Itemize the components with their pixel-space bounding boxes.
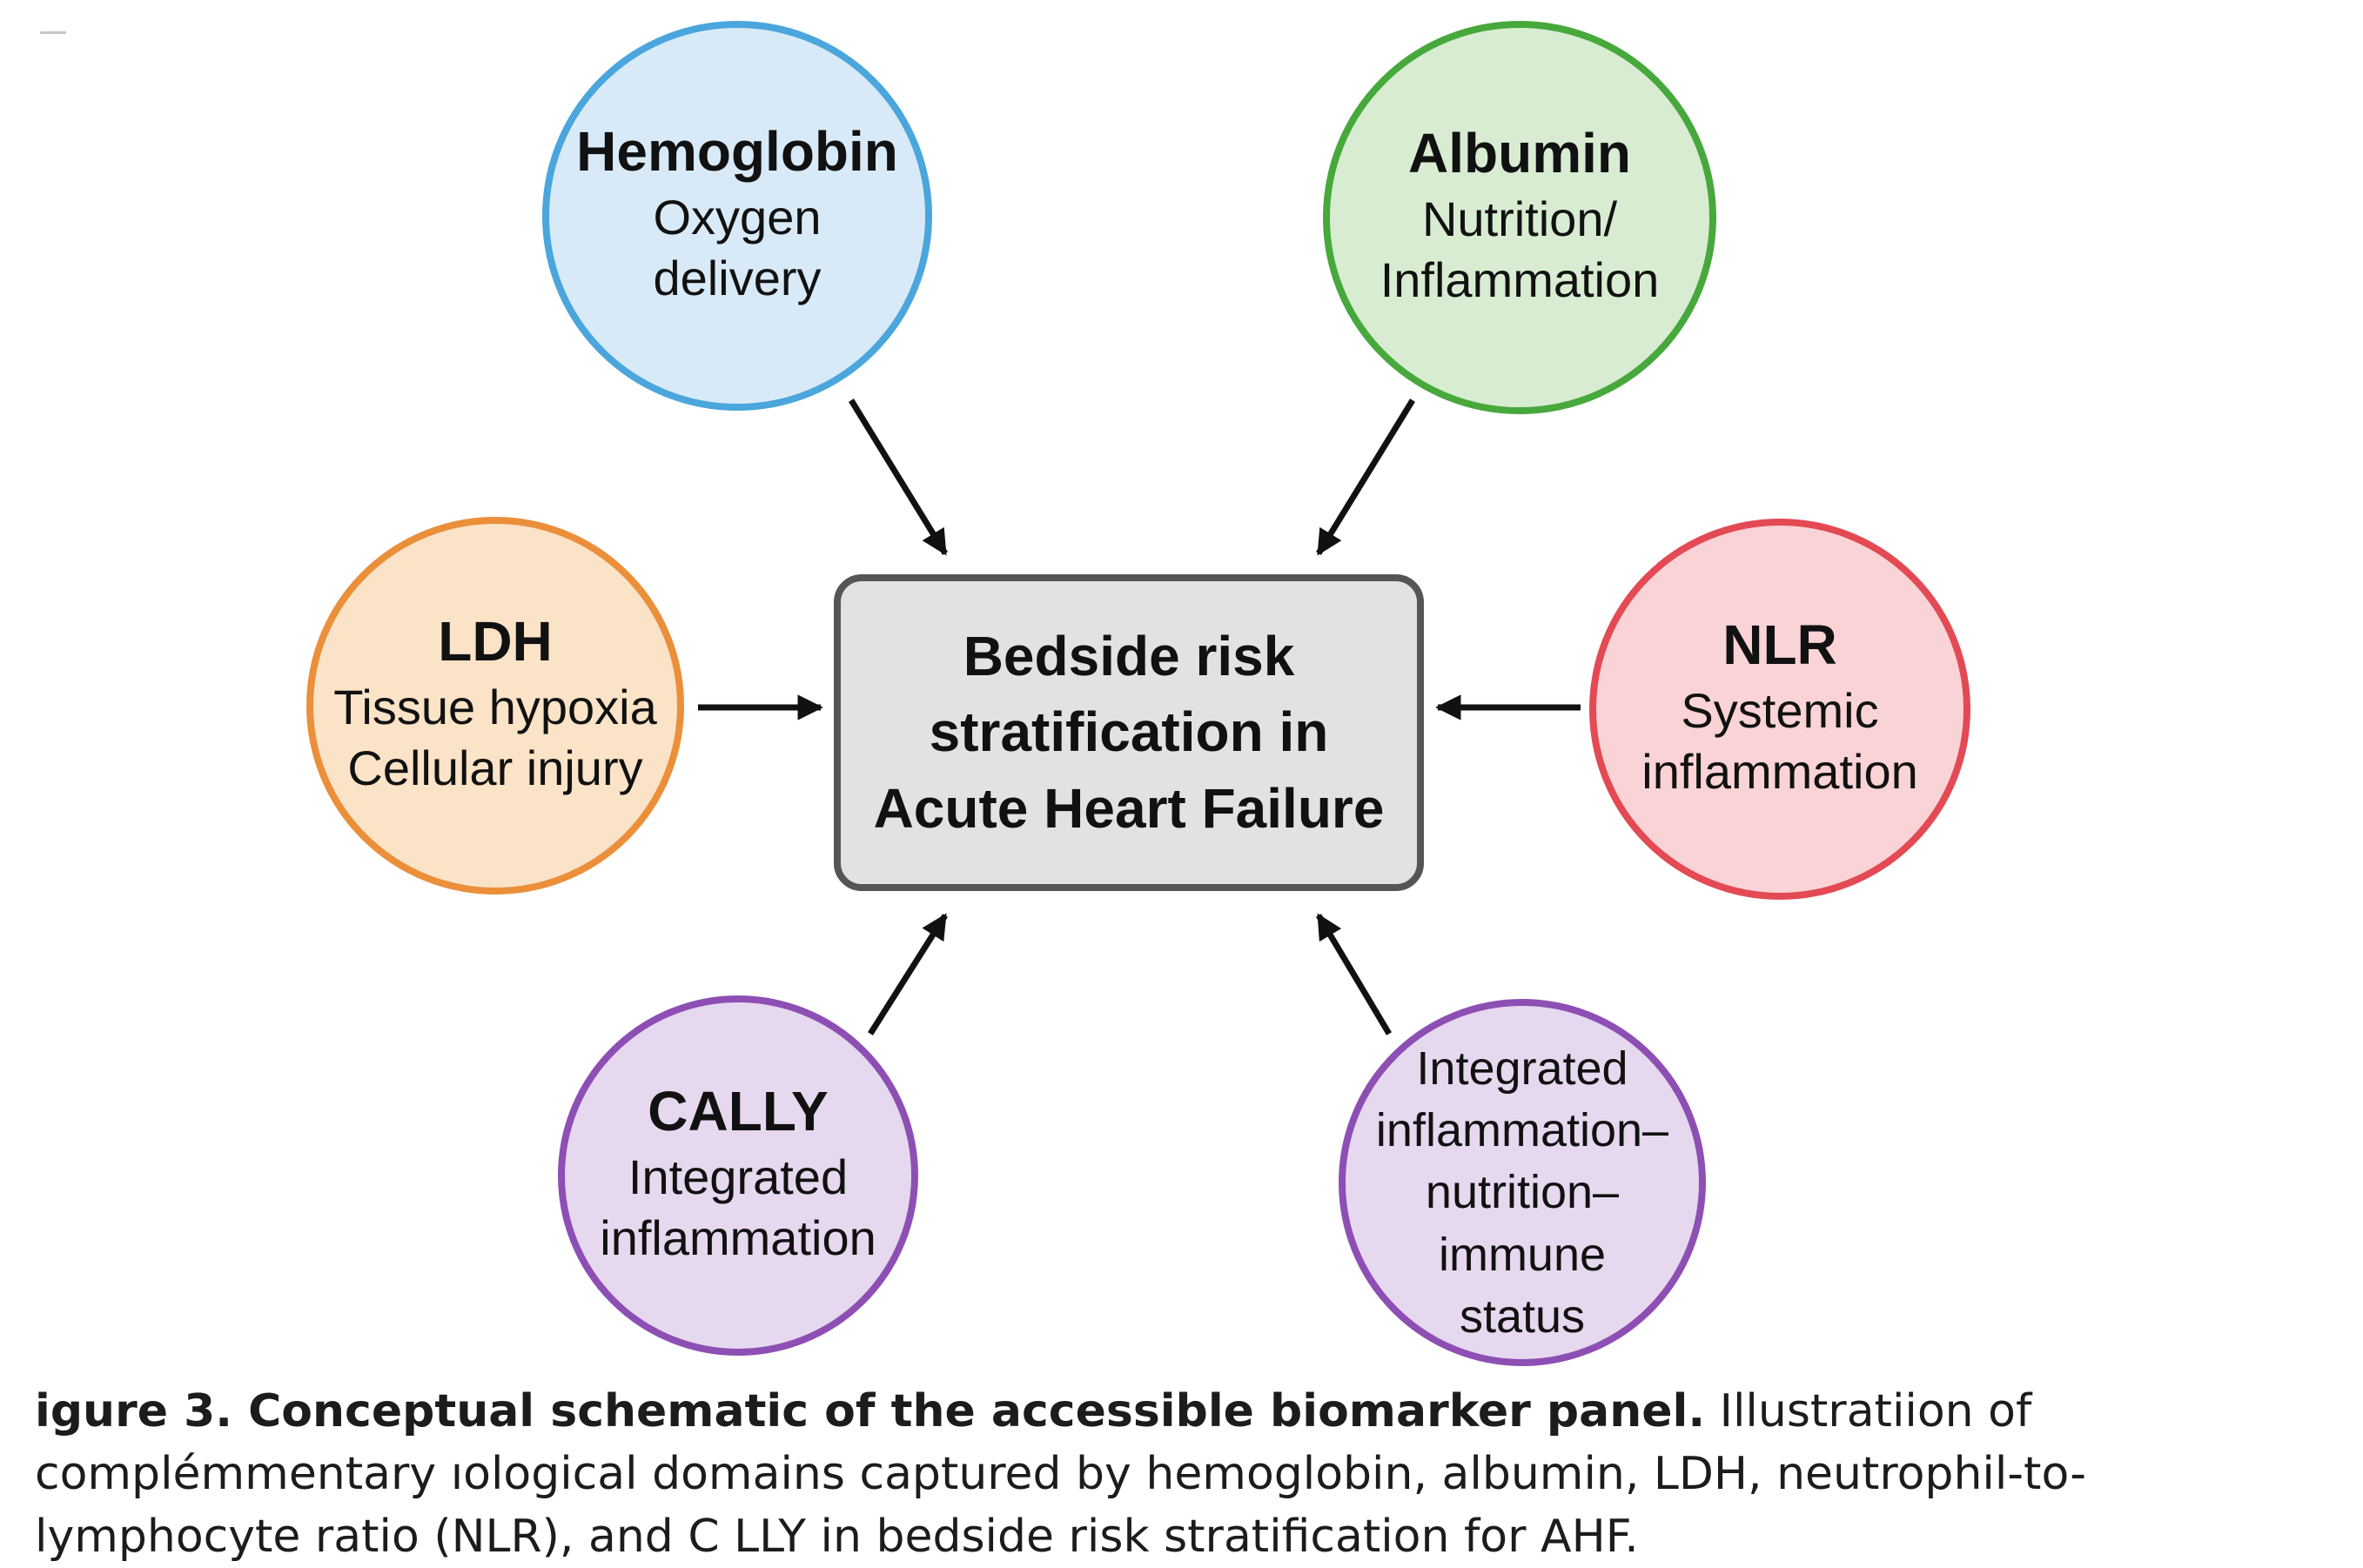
node-nlr: NLR Systemic inflammation [1589,519,1970,900]
caption-text: Illustratiion of complémmentary ıologica… [35,1385,2086,1563]
arrow-integrated [1315,913,1393,1035]
arrow-cally [868,913,948,1035]
node-cally-name: CALLY [648,1080,829,1143]
caption-label: igure 3. Conceptual schematic of the acc… [35,1385,1706,1437]
node-albumin-description: Nutrition/ Inflammation [1380,191,1660,307]
node-ldh: LDH Tissue hypoxia Cellular injury [306,517,684,895]
node-integrated-status: Integrated inflammation– nutrition– immu… [1339,999,1706,1366]
arrow-hemoglobin [849,399,948,556]
figure-caption: igure 3. Conceptual schematic of the acc… [35,1380,2350,1568]
node-cally: CALLY Integrated inflammation [558,995,918,1356]
node-cally-description: Integrated inflammation [600,1149,876,1265]
node-nlr-name: NLR [1722,613,1837,677]
node-integrated-description: Integrated inflammation– nutrition– immu… [1375,1042,1669,1343]
node-albumin: Albumin Nutrition/ Inflammation [1323,21,1716,414]
node-ldh-name: LDH [438,610,553,673]
node-nlr-description: Systemic inflammation [1641,682,1918,799]
node-albumin-name: Albumin [1408,122,1631,185]
center-box-risk-stratification: Bedside risk stratification in Acute Hea… [834,574,1424,891]
node-hemoglobin: Hemoglobin Oxygen delivery [542,21,932,411]
node-hemoglobin-description: Oxygen delivery [653,189,822,305]
arrow-albumin [1316,399,1415,556]
corner-mark [40,31,66,34]
node-ldh-description: Tissue hypoxia Cellular injury [333,679,657,795]
node-hemoglobin-name: Hemoglobin [576,120,898,184]
